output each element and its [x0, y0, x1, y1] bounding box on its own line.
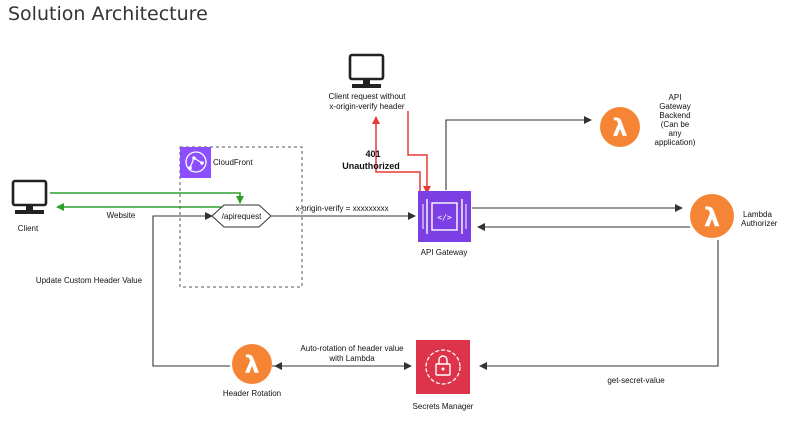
svg-text:</>: </> — [437, 213, 452, 222]
backend-label-line4: (Can be — [661, 120, 690, 129]
unauthorized-text: Unauthorized — [342, 161, 400, 171]
arrow-client-to-cloudfront — [50, 192, 244, 204]
arrow-unauth-response — [372, 116, 421, 193]
backend-label-line3: Backend — [659, 111, 690, 120]
unauthorized-code: 401 — [365, 149, 380, 159]
header-rotation-label: Header Rotation — [223, 389, 281, 398]
get-secret-label: get-secret-value — [607, 376, 665, 385]
svg-text:λ: λ — [704, 203, 720, 233]
desktop-computer-icon — [11, 179, 48, 214]
authorizer-label-line1: Lambda — [743, 210, 772, 219]
client-no-header-label-line2: x-origin-verify header — [329, 102, 404, 111]
backend-label-line5: any — [669, 129, 682, 138]
lambda-icon: λ — [600, 107, 640, 147]
update-header-label: Update Custom Header Value — [36, 276, 143, 285]
auto-rotation-label-line2: with Lambda — [328, 354, 375, 363]
backend-label-line2: Gateway — [659, 102, 691, 111]
secrets-manager-icon — [416, 340, 470, 394]
website-label: Website — [107, 211, 136, 220]
secrets-manager-label: Secrets Manager — [413, 402, 474, 411]
client-label: Client — [18, 224, 39, 233]
arrow-rotation-to-cloudfront — [152, 212, 230, 367]
cloudfront-group-boundary — [179, 146, 303, 288]
arrow-apigw-to-backend — [445, 116, 592, 190]
x-origin-verify-label: x-origin-verify = xxxxxxxxx — [295, 204, 388, 213]
apirequest-behavior — [211, 204, 272, 228]
cloudfront-icon — [180, 147, 211, 178]
desktop-computer-icon — [348, 53, 385, 88]
backend-label-line1: API — [669, 93, 682, 102]
page-title: Solution Architecture — [8, 3, 208, 25]
api-gateway-label: API Gateway — [421, 248, 468, 257]
client-no-header-label-line1: Client request without — [329, 92, 407, 101]
backend-label-line6: application) — [655, 138, 696, 147]
svg-text:λ: λ — [244, 351, 259, 379]
auto-rotation-label-line1: Auto-rotation of header value — [300, 344, 404, 353]
apirequest-label: /apirequest — [222, 212, 262, 221]
svg-text:λ: λ — [612, 114, 627, 142]
arrow-unauth-request — [407, 111, 431, 194]
lambda-icon: λ — [232, 344, 272, 384]
authorizer-label-line2: Authorizer — [741, 219, 778, 228]
cloudfront-label: CloudFront — [213, 158, 253, 167]
arrow-authorizer-to-secrets — [479, 240, 719, 370]
lambda-icon: λ — [690, 194, 734, 238]
api-gateway-icon: </> — [418, 191, 471, 242]
